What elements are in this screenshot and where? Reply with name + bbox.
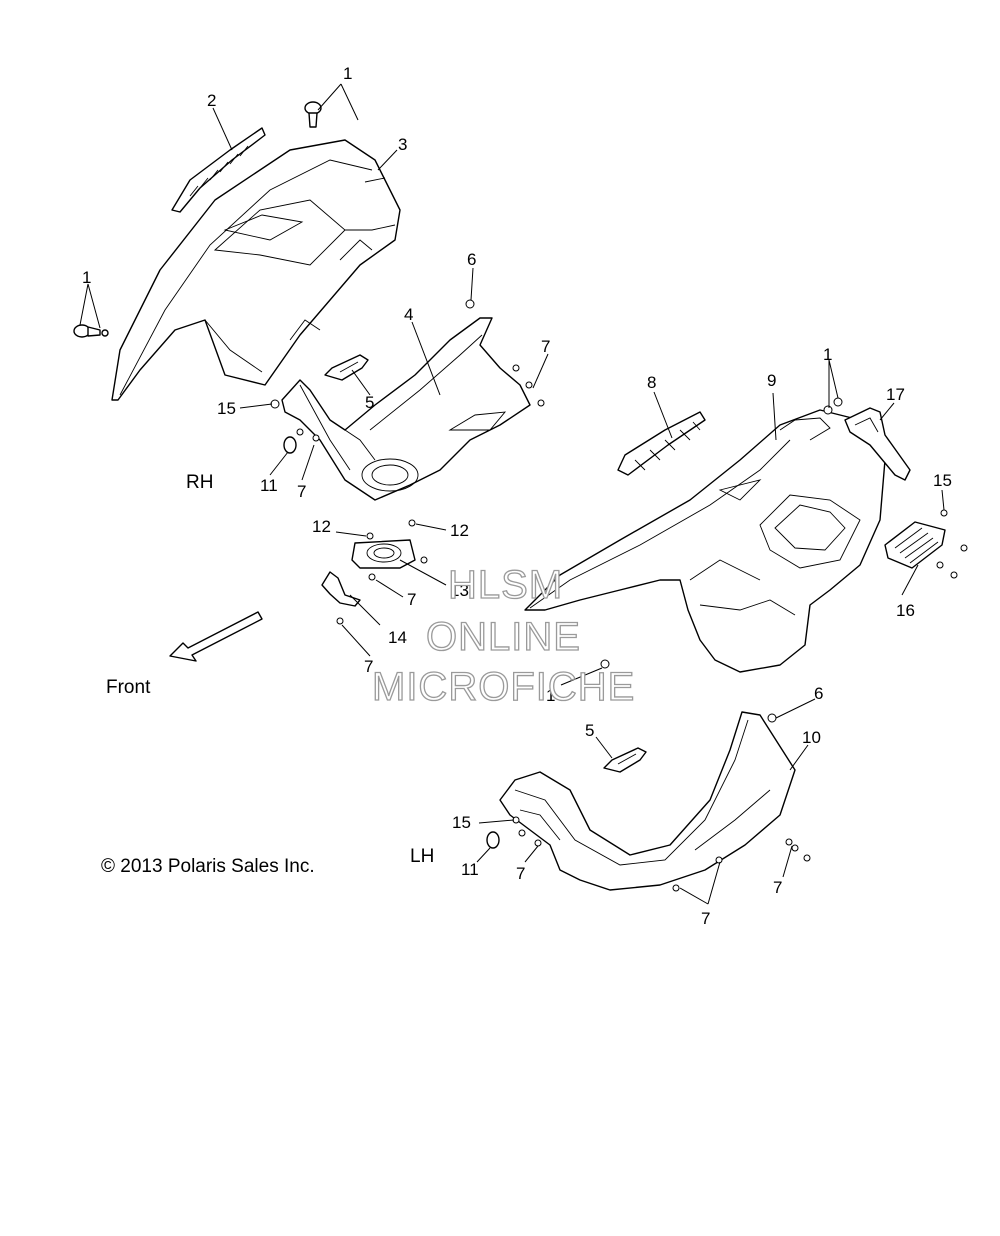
- watermark-line-3: MICROFICHE: [372, 665, 635, 709]
- callout-7-rh-mid: 7: [297, 482, 306, 501]
- callout-5-rh: 5: [365, 393, 374, 412]
- leader-lines: [79, 83, 945, 905]
- push-rivet-top: [304, 101, 322, 128]
- screw-fasteners: [270, 299, 968, 892]
- callout-11-rh: 11: [260, 476, 278, 495]
- callout-7-rh-bottom: 7: [364, 657, 373, 676]
- callout-15-rh: 15: [217, 399, 236, 418]
- rh-lower-side-panel: [281, 317, 531, 501]
- callout-7-rh-low: 7: [407, 590, 416, 609]
- callout-15-lh-right: 15: [933, 471, 952, 490]
- copyright-text: © 2013 Polaris Sales Inc.: [101, 856, 315, 877]
- callout-1-lh-low: 1: [546, 686, 555, 705]
- callout-7-lh-left: 7: [516, 864, 525, 883]
- lh-upper-side-panel: [524, 409, 886, 673]
- callout-14: 14: [388, 628, 407, 647]
- watermark: HLSM ONLINE MICROFICHE: [371, 562, 635, 709]
- lh-vent-grille: [617, 411, 706, 476]
- rh-label: RH: [186, 472, 213, 493]
- push-rivet-left: [73, 324, 109, 338]
- front-direction-arrow: [169, 611, 263, 662]
- callout-15-lh: 15: [452, 813, 471, 832]
- callout-8: 8: [647, 373, 656, 392]
- latch-lh: [603, 747, 647, 773]
- callout-1-top: 1: [343, 64, 352, 83]
- callout-1-lh-top: 1: [823, 345, 832, 364]
- lh-label: LH: [410, 846, 434, 867]
- callout-13: 13: [450, 581, 469, 600]
- callout-1-left: 1: [82, 268, 91, 287]
- callout-11-lh: 11: [461, 860, 479, 879]
- bracket: [321, 571, 361, 607]
- callout-4: 4: [404, 305, 413, 324]
- callout-12-right: 12: [450, 521, 469, 540]
- latch-rh: [324, 354, 369, 381]
- watermark-line-1: HLSM: [448, 563, 563, 607]
- grommet-ring: [351, 539, 416, 569]
- callout-numbers: 1 2 3 1 6 4 7 5 15 11 7 12 12 13 7 14 7 …: [82, 64, 952, 928]
- callout-7-lh-right: 7: [773, 878, 782, 897]
- rh-vent-grille: [171, 127, 266, 213]
- watermark-line-2: ONLINE: [426, 615, 581, 659]
- callout-6-lh: 6: [814, 684, 823, 703]
- callout-16: 16: [896, 601, 915, 620]
- callout-6-rh: 6: [467, 250, 476, 269]
- callout-3: 3: [398, 135, 407, 154]
- callout-12-left: 12: [312, 517, 331, 536]
- ring-seal-lh: [486, 831, 500, 849]
- callout-7-lh-bottom: 7: [701, 909, 710, 928]
- callout-17: 17: [886, 385, 905, 404]
- rh-upper-side-panel: [111, 139, 401, 401]
- ring-seal-rh: [283, 436, 297, 454]
- callout-7-rh-top: 7: [541, 337, 550, 356]
- lh-lower-side-panel: [499, 711, 796, 891]
- callout-10: 10: [802, 728, 821, 747]
- callout-2: 2: [207, 91, 216, 110]
- front-label: Front: [106, 677, 151, 698]
- deflector-flap: [844, 407, 911, 481]
- callout-9: 9: [767, 371, 776, 390]
- callout-5-lh: 5: [585, 721, 594, 740]
- side-grille: [884, 521, 946, 569]
